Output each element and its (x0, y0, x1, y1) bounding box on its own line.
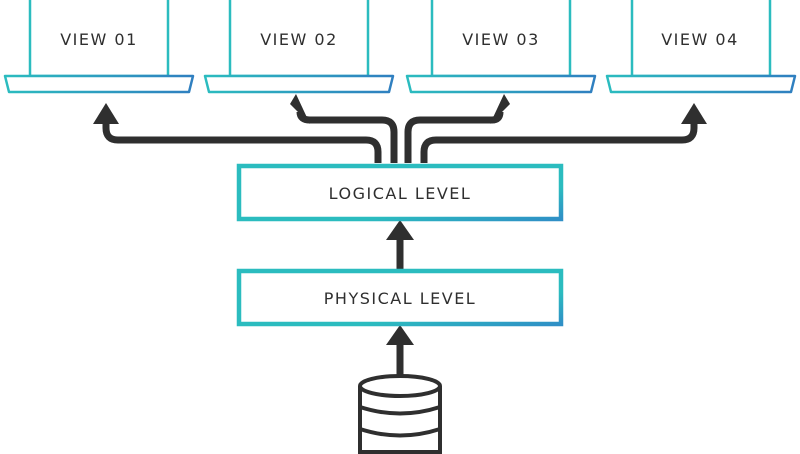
view-03-base (405, 74, 597, 94)
logical-level-box: LOGICAL LEVEL (236, 163, 564, 222)
arrowheads (93, 94, 707, 345)
physical-level-label: PHYSICAL LEVEL (324, 289, 476, 308)
view-02-base (203, 74, 395, 94)
view-02-screen (228, 0, 370, 78)
logical-level-label: LOGICAL LEVEL (329, 184, 472, 203)
view-04: VIEW 04 (605, 0, 797, 94)
arrow-to-view-03 (404, 111, 504, 163)
physical-level-box: PHYSICAL LEVEL (236, 268, 564, 327)
view-03-screen (430, 0, 572, 78)
arrows (102, 111, 698, 375)
view-01-label: VIEW 01 (60, 30, 138, 49)
view-02: VIEW 02 (203, 0, 395, 94)
view-03: VIEW 03 (405, 0, 597, 94)
arrowhead-view-01 (93, 103, 119, 124)
arrow-to-view-01 (102, 120, 382, 163)
view-02-label: VIEW 02 (260, 30, 338, 49)
arrowhead-view-02 (290, 94, 310, 124)
view-03-label: VIEW 03 (462, 30, 540, 49)
view-01-screen (28, 0, 170, 78)
database-icon (358, 374, 442, 454)
view-01-base (3, 74, 195, 94)
arrow-to-view-04 (420, 120, 698, 163)
view-01: VIEW 01 (3, 0, 195, 94)
arrowhead-view-04 (681, 103, 707, 124)
arrowhead-physical (386, 325, 414, 345)
view-04-label: VIEW 04 (661, 30, 739, 49)
arrowhead-logical (386, 220, 414, 240)
view-04-screen (630, 0, 772, 78)
arrowhead-view-03 (490, 94, 510, 124)
view-04-base (605, 74, 797, 94)
arrow-to-view-02 (296, 111, 398, 163)
